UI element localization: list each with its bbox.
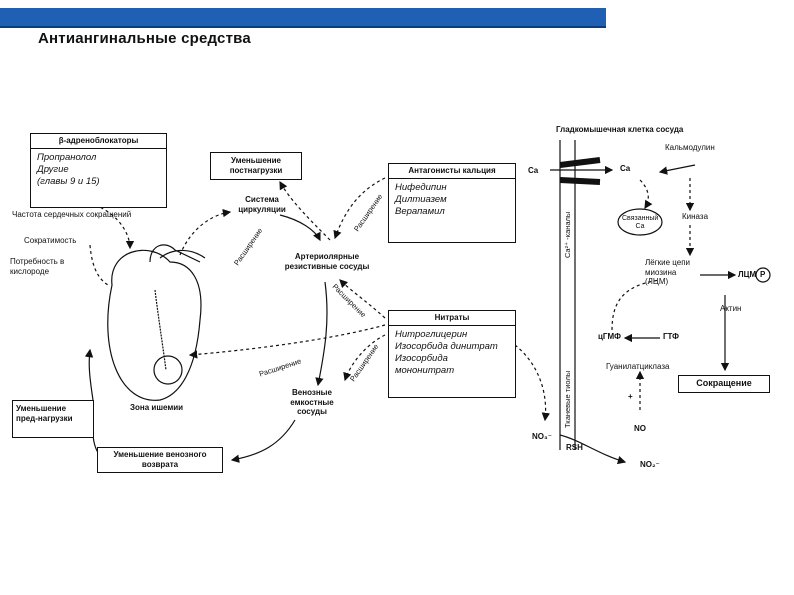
preload-label: Уменьшение пред-нагрузки [16, 404, 73, 423]
ca-item: Дилтиазем [395, 193, 447, 205]
beta-item: (главы 9 и 15) [37, 175, 100, 187]
slide-title: Антиангинальные средства [38, 30, 251, 47]
arrow-ca-arteriolar [333, 177, 386, 240]
arrow-venous-return [230, 419, 296, 463]
beta-blockers-box: β-адреноблокаторы Пропранолол Другие (гл… [30, 133, 167, 208]
no3-label: NO₃⁻ [532, 432, 552, 441]
ischemia-label: Зона ишемии [130, 403, 184, 412]
arrow-no3-no2 [559, 434, 627, 465]
label-contractility: Сократимость [24, 236, 77, 245]
kinase-label: Киназа [682, 212, 709, 221]
gtp-label: ГТФ [663, 332, 679, 341]
nitrates-box: Нитраты Нитроглицерин Изосорбида динитра… [388, 310, 516, 398]
arrow-arteriolar-venous [315, 281, 328, 387]
plus-sign: + [628, 392, 633, 401]
no2-label: NO₂⁻ [640, 460, 660, 469]
thiols-label: Тканевые тиолы [563, 370, 572, 428]
arrow-nitrates-arteriolar [339, 279, 386, 319]
beta-item: Пропранолол [37, 152, 97, 163]
venous-return-box: Уменьшение венозного возврата [97, 447, 223, 473]
preload-box: Уменьшение пред-нагрузки [12, 400, 94, 438]
title-bar [0, 8, 606, 28]
cgmp-label: цГМФ [598, 332, 621, 341]
arrow-nitrates-no3 [514, 344, 551, 422]
channel-bottom [559, 177, 601, 185]
ca-item: Верапамил [395, 205, 445, 217]
arrow-preload-heart [84, 348, 94, 401]
phosphate-circle [755, 267, 771, 283]
arrow-afterload [279, 180, 331, 241]
actin-label: Актин [720, 304, 742, 313]
arrow-nitrates-heart [188, 324, 386, 359]
rsh-label: RSH [566, 443, 583, 452]
afterload-label: Уменьшение постнагрузки [229, 156, 283, 175]
ca-antagonists-header: Антагонисты кальция [389, 164, 515, 179]
beta-blockers-header: β-адреноблокаторы [31, 134, 166, 149]
label-o2-demand: Потребность в кислороде [10, 257, 65, 276]
arrow-ca-complex [639, 179, 653, 210]
circulation-label: Система циркуляции [238, 195, 286, 214]
guanylate-label: Гуанилатциклаза [606, 362, 670, 371]
channel-top [559, 157, 601, 168]
arrow-cgmp-lc [611, 279, 661, 331]
nitrate-item: Изосорбида динитрат [395, 340, 498, 352]
complex-ellipse [617, 208, 663, 236]
coronary-artery [154, 289, 167, 371]
venous-return-label: Уменьшение венозного возврата [113, 450, 207, 469]
ca-antagonists-box: Антагонисты кальция Нифедипин Дилтиазем … [388, 163, 516, 243]
lcm-p-label: ЛЦМ [738, 270, 757, 279]
contraction-box: Сокращение [678, 375, 770, 393]
contraction-label: Сокращение [696, 378, 752, 388]
arrow-circulation-arteriolar [279, 214, 321, 242]
arrow-heart-circulation [179, 208, 232, 256]
heart-outline [107, 249, 202, 401]
calmodulin-label: Кальмодулин [665, 143, 715, 152]
label-heart-rate: Частота сердечных сокращений [12, 210, 132, 219]
nitrate-item: Нитроглицерин [395, 329, 468, 340]
arteriolar-label: Артериолярные резистивные сосуды [284, 252, 370, 271]
no-label: NO [634, 424, 646, 433]
phosphate-label: P [760, 270, 766, 279]
light-chains-label: Лёгкие цепи миозина (ЛЦМ) [645, 258, 690, 287]
venous-label: Венозные емкостные сосуды [290, 388, 334, 417]
ca-inside-label: Ca [620, 164, 631, 173]
beta-item: Другие [37, 163, 69, 175]
arrow-calmodulin [658, 164, 696, 175]
ischemia-zone [153, 355, 183, 385]
cell-title: Гладкомышечная клетка сосуда [556, 125, 684, 134]
ca-channels-label: Ca²⁺ -каналы [563, 211, 572, 258]
nitrate-item: Изосорбида мононитрат [395, 352, 455, 376]
afterload-box: Уменьшение постнагрузки [210, 152, 302, 180]
arrow-o2 [89, 244, 109, 286]
aorta [149, 244, 206, 263]
ca-outside-label: Ca [528, 166, 539, 175]
membrane-outer [559, 140, 576, 450]
complex-label: Связанный Ca [622, 215, 659, 231]
ca-item: Нифедипин [395, 182, 447, 193]
nitrates-header: Нитраты [389, 311, 515, 326]
